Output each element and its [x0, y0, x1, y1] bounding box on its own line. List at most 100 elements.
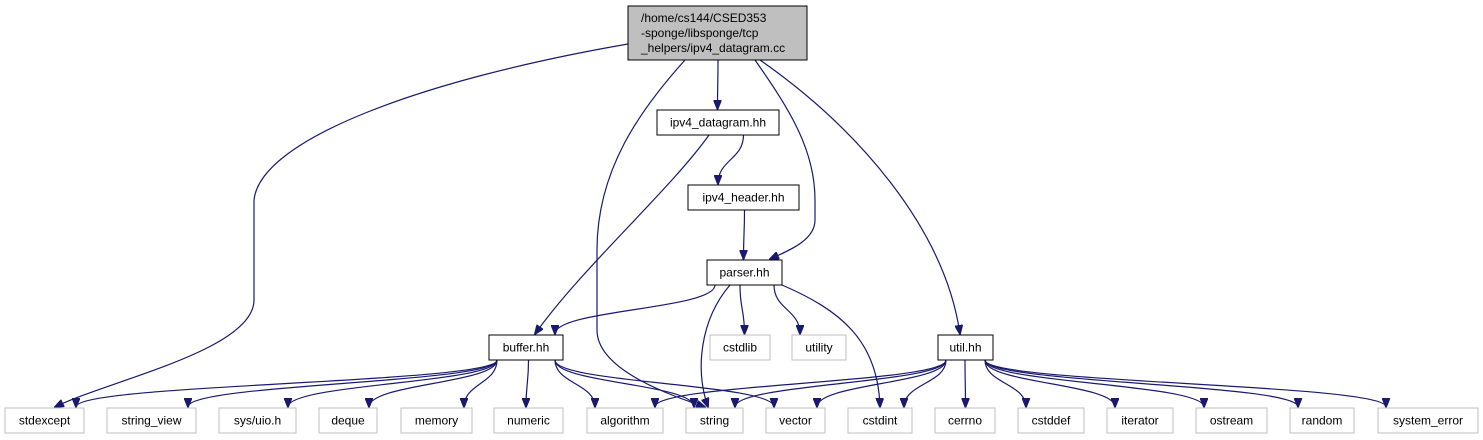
node-label: string	[700, 414, 729, 428]
node-label: string_view	[121, 414, 181, 428]
edge-buffer-to-string_view	[188, 359, 498, 407]
node-label: numeric	[507, 414, 550, 428]
node-box	[687, 184, 800, 211]
node-box	[318, 407, 378, 434]
node-ipv4-datagram[interactable]: ipv4_datagram.hh	[656, 109, 780, 136]
edge-root-to-parser	[754, 59, 816, 259]
node-label: system_error	[1393, 414, 1463, 428]
node-box	[656, 109, 780, 136]
node-box	[1377, 407, 1479, 434]
edge-root-to-ipv4_datagram	[718, 59, 719, 109]
node-deque[interactable]: deque	[318, 407, 378, 434]
node-box	[1017, 407, 1085, 434]
edge-util-to-cerrno	[965, 359, 966, 407]
node-ostream[interactable]: ostream	[1195, 407, 1268, 434]
node-label: memory	[415, 414, 458, 428]
edge-util-to-cstddef	[984, 359, 1026, 407]
root-label-line: /home/cs144/CSED353	[641, 11, 767, 25]
edge-parser-to-string	[700, 284, 731, 407]
node-label: stdexcept	[19, 414, 71, 428]
node-label: ipv4_header.hh	[702, 191, 784, 205]
node-box	[1195, 407, 1268, 434]
node-box	[106, 407, 197, 434]
edge-parser-to-buffer	[555, 284, 716, 334]
edge-buffer-to-stdexcept	[76, 359, 498, 407]
node-label: util.hh	[949, 341, 981, 355]
node-system-error[interactable]: system_error	[1377, 407, 1479, 434]
edge-parser-to-cstdlib	[739, 284, 745, 334]
node-iterator[interactable]: iterator	[1106, 407, 1174, 434]
node-string[interactable]: string	[685, 407, 744, 434]
node-utility[interactable]: utility	[791, 334, 847, 361]
node-label: iterator	[1121, 414, 1158, 428]
node-ipv4-header[interactable]: ipv4_header.hh	[687, 184, 800, 211]
edge-root-to-util	[759, 59, 960, 334]
node-box	[400, 407, 473, 434]
node-stdexcept[interactable]: stdexcept	[4, 407, 85, 434]
edges	[55, 43, 1386, 407]
edge-ipv4_datagram-to-buffer	[535, 134, 710, 334]
node-box	[847, 407, 913, 434]
node-random[interactable]: random	[1289, 407, 1355, 434]
node-label: utility	[805, 341, 832, 355]
edge-root-to-stdexcept	[55, 43, 629, 407]
node-memory[interactable]: memory	[400, 407, 473, 434]
node-box	[765, 407, 826, 434]
node-cstddef[interactable]: cstddef	[1017, 407, 1085, 434]
node-parser[interactable]: parser.hh	[706, 259, 783, 286]
node-label: vector	[779, 414, 812, 428]
node-label: deque	[331, 414, 365, 428]
edge-buffer-to-string	[554, 359, 694, 407]
node-buffer[interactable]: buffer.hh	[488, 334, 564, 361]
node-label: random	[1302, 414, 1343, 428]
node-box	[493, 407, 564, 434]
node-box	[488, 334, 564, 361]
node-box	[706, 259, 783, 286]
node-box	[218, 407, 297, 434]
nodes: /home/cs144/CSED353-sponge/libsponge/tcp…	[4, 5, 1479, 434]
edge-buffer-to-algorithm	[554, 359, 595, 407]
node-label: parser.hh	[719, 266, 769, 280]
node-box	[4, 407, 85, 434]
node-label: cstddef	[1032, 414, 1071, 428]
node-label: cerrno	[948, 414, 982, 428]
edge-util-to-iterator	[984, 359, 1115, 407]
edge-ipv4_datagram-to-ipv4_header	[718, 134, 745, 184]
node-algorithm[interactable]: algorithm	[586, 407, 664, 434]
node-box	[934, 407, 996, 434]
node-label: cstdint	[863, 414, 898, 428]
edge-util-to-vector	[817, 359, 947, 407]
node-label: ipv4_datagram.hh	[670, 116, 766, 130]
node-cstdint[interactable]: cstdint	[847, 407, 913, 434]
edge-buffer-to-deque	[369, 359, 498, 407]
node-box	[937, 334, 994, 361]
node-cerrno[interactable]: cerrno	[934, 407, 996, 434]
edge-util-to-random	[984, 359, 1298, 407]
node-box	[627, 5, 808, 61]
edge-buffer-to-vector	[554, 359, 774, 407]
edge-util-to-system_error	[984, 359, 1386, 407]
node-box	[1289, 407, 1355, 434]
node-label: ostream	[1210, 414, 1253, 428]
edge-parser-to-utility	[773, 284, 800, 334]
node-box	[685, 407, 744, 434]
node-cstdlib[interactable]: cstdlib	[709, 334, 771, 361]
edge-util-to-cstdint	[904, 359, 947, 407]
node-string-view[interactable]: string_view	[106, 407, 197, 434]
edge-buffer-to-numeric	[526, 359, 529, 407]
node-box	[586, 407, 664, 434]
edge-buffer-to-memory	[464, 359, 498, 407]
root-label-line: _helpers/ipv4_datagram.cc	[640, 41, 785, 55]
node-sys-uio[interactable]: sys/uio.h	[218, 407, 297, 434]
node-box	[709, 334, 771, 361]
node-root: /home/cs144/CSED353-sponge/libsponge/tcp…	[627, 5, 808, 61]
node-label: cstdlib	[723, 341, 757, 355]
edge-buffer-to-sys_uio	[288, 359, 498, 407]
node-box	[1106, 407, 1174, 434]
node-numeric[interactable]: numeric	[493, 407, 564, 434]
node-util[interactable]: util.hh	[937, 334, 994, 361]
node-vector[interactable]: vector	[765, 407, 826, 434]
node-label: algorithm	[600, 414, 649, 428]
root-label-line: -sponge/libsponge/tcp	[641, 26, 759, 40]
